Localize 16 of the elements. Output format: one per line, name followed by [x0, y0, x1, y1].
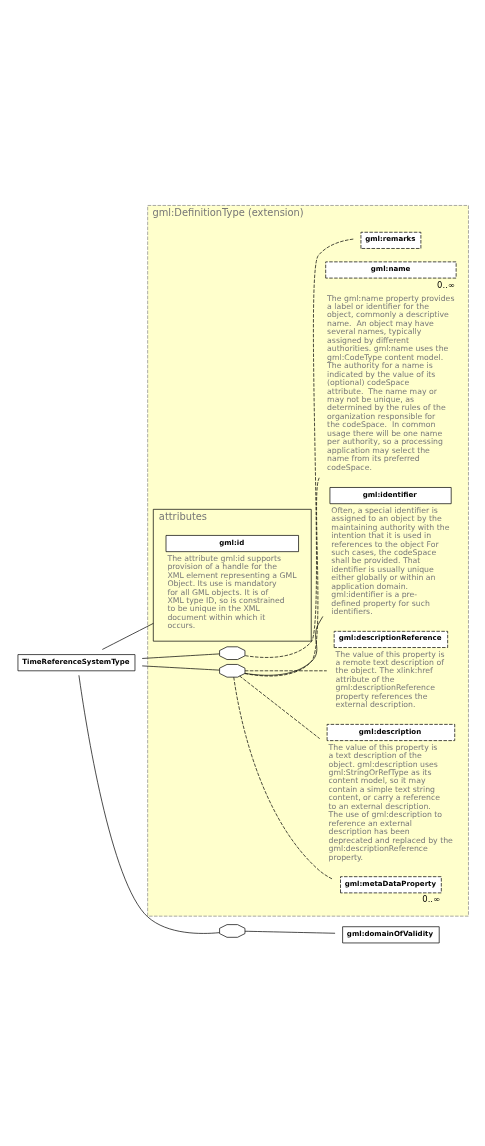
- connector: [244, 615, 324, 676]
- node-octagon: [219, 645, 246, 660]
- connector: [244, 930, 336, 934]
- connector: [141, 665, 220, 670]
- connector: [101, 622, 154, 650]
- node-label: 0..∞: [422, 893, 441, 904]
- connector: [244, 476, 320, 676]
- connector: [78, 674, 220, 934]
- connector: [233, 676, 334, 880]
- node-octagon: [219, 663, 246, 677]
- node-octagon: [219, 923, 246, 938]
- connector: [141, 653, 220, 659]
- node-label: 0..∞: [437, 279, 455, 290]
- connector: [244, 669, 328, 671]
- connector: [239, 675, 321, 739]
- connector: [244, 238, 354, 658]
